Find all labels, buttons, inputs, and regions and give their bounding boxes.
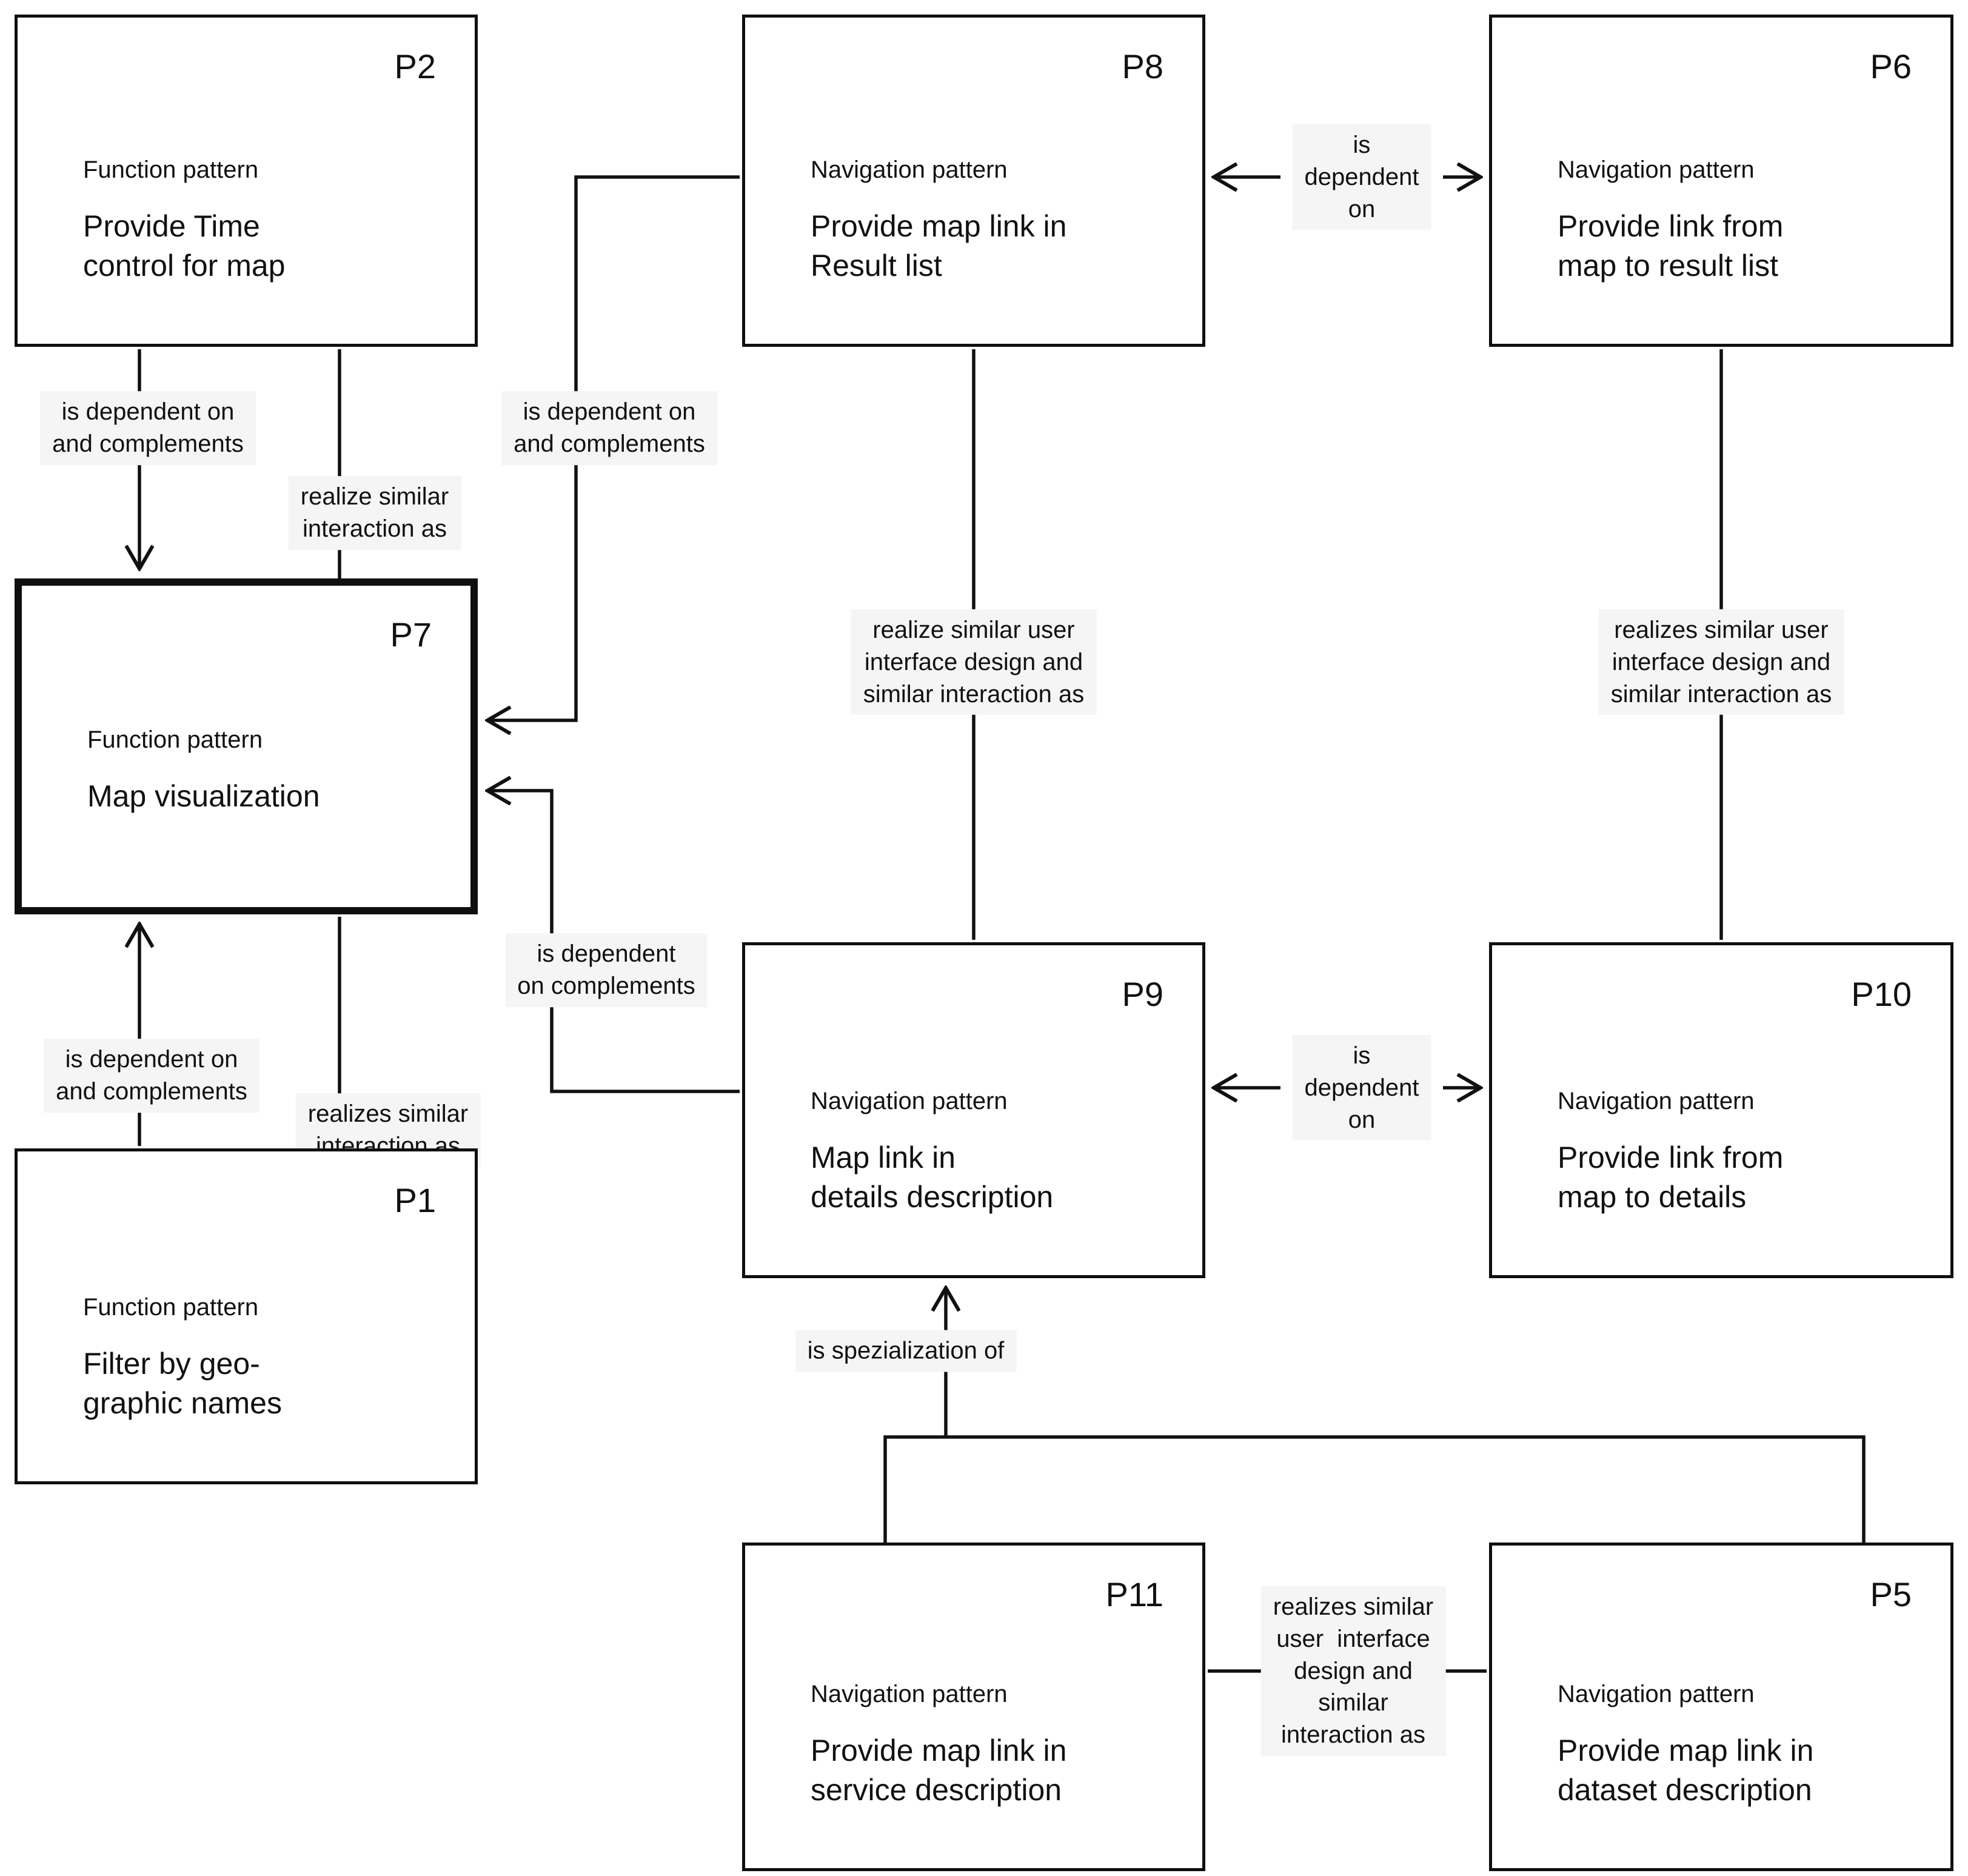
pattern-title: Provide link from map to result list [1558, 209, 1784, 283]
pattern-number: P9 [1122, 975, 1164, 1013]
pattern-title: Provide map link in Result list [811, 209, 1067, 283]
edge-label-p8-p9-realize-label: realize similar user interface design an… [851, 609, 1097, 715]
pattern-number: P10 [1851, 975, 1912, 1013]
edge-label-p8-p7-dependent-label: is dependent on and complements [501, 391, 717, 465]
pattern-number: P11 [1105, 1575, 1163, 1613]
pattern-number: P8 [1122, 47, 1164, 85]
edge-label-p1-p7-dependent-label: is dependent on and complements [44, 1039, 259, 1113]
pattern-kind: Navigation pattern [1558, 1088, 1755, 1114]
pattern-title: Filter by geo- graphic names [83, 1347, 282, 1420]
pattern-kind: Function pattern [87, 726, 263, 753]
pattern-kind: Navigation pattern [1558, 1681, 1755, 1707]
edge-label-p9-p7-dependent-label: is dependent on complements [505, 933, 708, 1007]
pattern-number: P1 [394, 1181, 437, 1219]
pattern-kind: Function pattern [83, 156, 259, 183]
pattern-kind: Navigation pattern [811, 156, 1008, 183]
edge-spezialization-junction [883, 1435, 1866, 1543]
edge-label-p6-p10-realizes-label: realizes similar user interface design a… [1598, 609, 1844, 715]
pattern-title: Map link in details description [811, 1141, 1054, 1214]
edge-label-p8-p6-dependent-label: is dependent on [1292, 124, 1431, 230]
edge-label-p11-p9-spezialization-label: is spezialization of [795, 1330, 1017, 1372]
pattern-number: P6 [1870, 47, 1912, 85]
pattern-title: Provide link from map to details [1558, 1141, 1784, 1214]
pattern-number: P7 [390, 615, 432, 654]
pattern-number: P5 [1870, 1575, 1912, 1613]
pattern-title: Provide map link in dataset description [1558, 1734, 1814, 1807]
pattern-kind: Navigation pattern [811, 1088, 1008, 1114]
pattern-kind: Function pattern [83, 1294, 259, 1321]
edge-label-p9-p10-dependent-label: is dependent on [1292, 1034, 1431, 1141]
pattern-title: Provide Time control for map [83, 209, 286, 283]
pattern-title: Map visualization [87, 779, 320, 813]
edge-label-p2-p7-dependent-label: is dependent on and complements [40, 391, 256, 465]
pattern-number: P2 [394, 47, 437, 85]
pattern-kind: Navigation pattern [811, 1681, 1008, 1707]
edge-label-p11-p5-realizes-label: realizes similar user interface design a… [1260, 1586, 1446, 1756]
edge-label-p2-p7-realize-label: realize similar interaction as [288, 476, 461, 550]
pattern-title: Provide map link in service description [811, 1734, 1067, 1807]
pattern-kind: Navigation pattern [1558, 156, 1755, 183]
